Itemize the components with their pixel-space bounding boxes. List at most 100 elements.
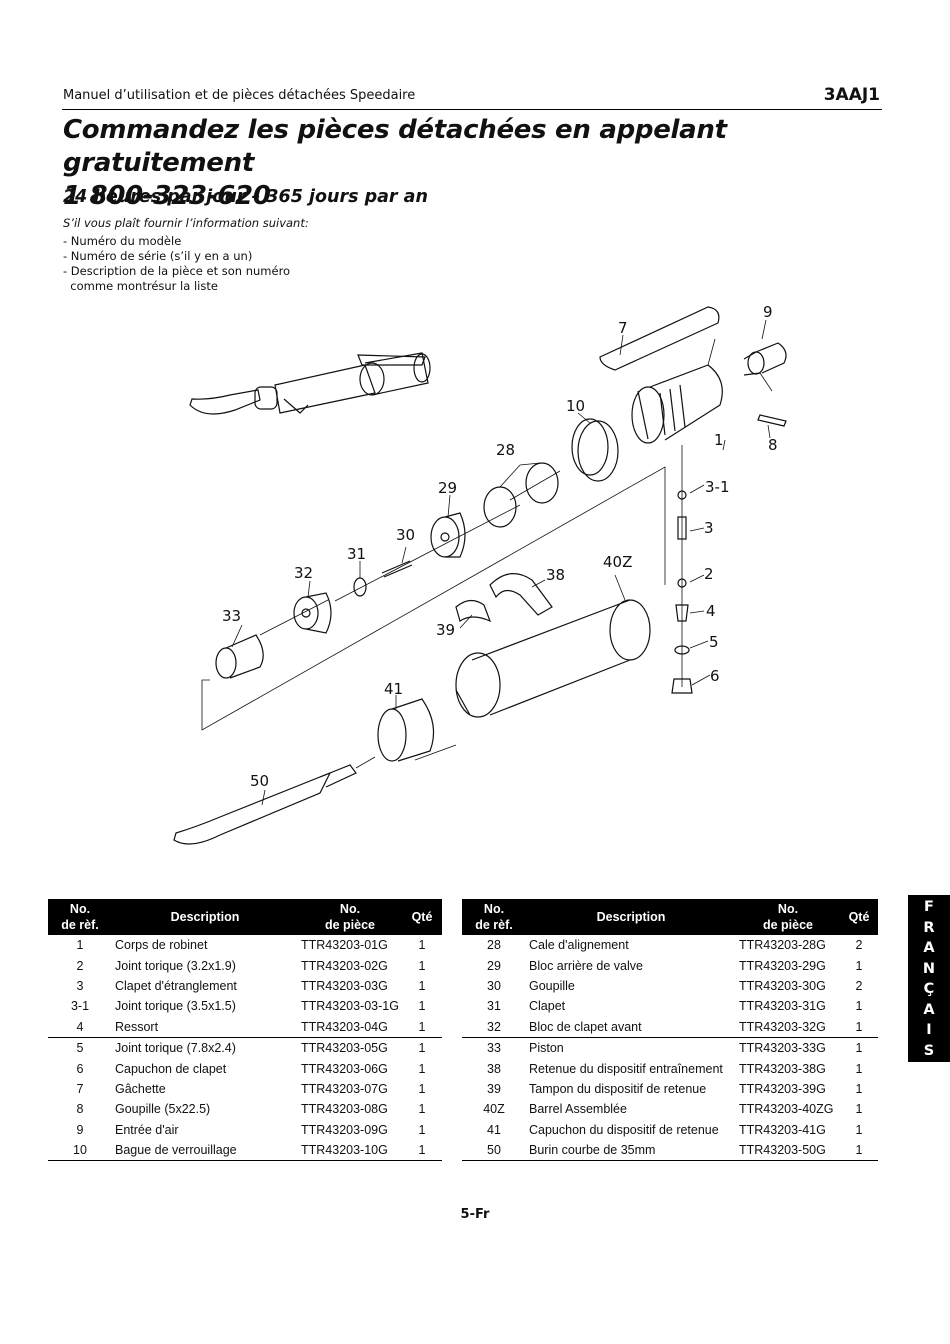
callout-38: 38 — [546, 566, 565, 584]
part-number-cell: TTR43203-10G — [298, 1139, 402, 1162]
header-manual-title: Manuel d’utilisation et de pièces détach… — [63, 88, 416, 103]
language-tab-letter: A — [923, 940, 935, 956]
part-number-cell: TTR43203-03-1G — [301, 999, 399, 1014]
part-number-cell: TTR43203-03G — [301, 978, 388, 993]
language-tab-letter: Ç — [923, 981, 935, 997]
part-number-cell: TTR43203-40ZG — [739, 1102, 834, 1117]
ref-cell: 6 — [76, 1061, 84, 1076]
qty-cell: 1 — [855, 1061, 863, 1076]
part-number-cell: TTR43203-29G — [739, 958, 826, 973]
qty-cell: 1 — [855, 1122, 863, 1137]
callout-31: 31 — [347, 545, 366, 563]
part-number-cell: TTR43203-01G — [301, 938, 388, 953]
language-tab-letter: N — [922, 960, 936, 977]
callout-1: 1 — [714, 431, 724, 449]
description-cell: Capuchon du dispositif de retenue — [529, 1122, 719, 1137]
callout-2: 2 — [704, 565, 714, 583]
description-cell: Goupille (5x22.5) — [115, 1102, 211, 1117]
header-description: Description — [526, 899, 736, 935]
description-cell: Bloc arrière de valve — [529, 958, 643, 973]
description-cell: Corps de robinet — [115, 938, 208, 953]
retainer-cap-illustration — [377, 698, 435, 762]
qty-cell: 1 — [418, 978, 426, 993]
qty-cell: 1 — [402, 1139, 442, 1162]
requirements-list: - Numéro du modèle - Numéro de série (s’… — [63, 234, 290, 294]
assembled-tool-illustration — [189, 352, 431, 415]
description-cell: Bloc de clapet avant — [529, 1019, 642, 1034]
header-ref-no: No.de rèf. — [462, 899, 526, 935]
ref-cell: 2 — [76, 958, 84, 973]
description-cell: Entrée d'air — [115, 1122, 179, 1137]
part-number-cell: TTR43203-33G — [736, 1036, 840, 1059]
ref-cell: 5 — [48, 1036, 112, 1059]
ref-cell: 4 — [76, 1019, 84, 1034]
part-number-cell: TTR43203-41G — [739, 1122, 826, 1137]
piston-illustration — [215, 634, 264, 679]
qty-cell: 1 — [855, 1081, 863, 1096]
page-number: 5-Fr — [460, 1207, 490, 1222]
header-ref-no: No.de rèf. — [48, 899, 112, 935]
callout-50: 50 — [250, 772, 269, 790]
qty-cell: 1 — [418, 1102, 426, 1117]
ref-cell: 7 — [76, 1081, 84, 1096]
ref-cell: 50 — [462, 1139, 526, 1162]
callout-6: 6 — [710, 667, 720, 685]
description-cell: Retenue du dispositif entraînement — [529, 1061, 723, 1076]
description-cell: Cale d'alignement — [529, 938, 629, 953]
description-cell: Gâchette — [115, 1081, 166, 1096]
ref-cell: 32 — [487, 1019, 501, 1034]
rear-valve-block-illustration — [430, 512, 466, 558]
qty-cell: 1 — [418, 999, 426, 1014]
ref-cell: 41 — [487, 1122, 501, 1137]
part-number-cell: TTR43203-32G — [739, 1019, 826, 1034]
callout-4: 4 — [706, 602, 716, 620]
valve-31-illustration — [353, 577, 367, 597]
ref-cell: 3-1 — [70, 999, 90, 1014]
exploded-diagram-svg: 7 9 10 1 8 28 3-1 29 3 30 31 32 40Z 2 38… — [173, 303, 787, 845]
trigger-illustration — [599, 306, 720, 371]
table-header-row: No.de rèf. Description No.de pièce Qté — [48, 899, 442, 935]
pin-illustration — [757, 414, 787, 427]
part-number-cell: TTR43203-39G — [739, 1081, 826, 1096]
retainer-pad-illustration — [455, 599, 492, 623]
qty-cell: 1 — [840, 1036, 878, 1059]
qty-cell: 1 — [402, 1036, 442, 1059]
chisel-illustration — [173, 764, 357, 845]
intro-text: S’il vous plaît fournir l’information su… — [63, 216, 309, 230]
front-valve-block-illustration — [293, 592, 332, 634]
part-number-cell: TTR43203-38G — [739, 1061, 826, 1076]
description-cell: Joint torique (7.8x2.4) — [112, 1036, 298, 1059]
ref-cell: 1 — [76, 938, 84, 953]
callout-7: 7 — [618, 319, 628, 337]
qty-cell: 2 — [855, 938, 863, 953]
qty-cell: 1 — [855, 999, 863, 1014]
description-cell: Clapet — [529, 999, 566, 1014]
ref-cell: 28 — [487, 938, 501, 953]
callout-9: 9 — [763, 303, 773, 321]
air-inlet-illustration — [743, 342, 787, 376]
ref-cell: 29 — [487, 958, 501, 973]
part-number-cell: TTR43203-30G — [739, 978, 826, 993]
callout-8: 8 — [768, 436, 778, 454]
qty-cell: 1 — [840, 1139, 878, 1162]
header-qty: Qté — [402, 899, 442, 935]
ref-cell: 31 — [487, 999, 501, 1014]
qty-cell: 1 — [418, 1019, 426, 1034]
ref-cell: 40Z — [483, 1102, 505, 1117]
